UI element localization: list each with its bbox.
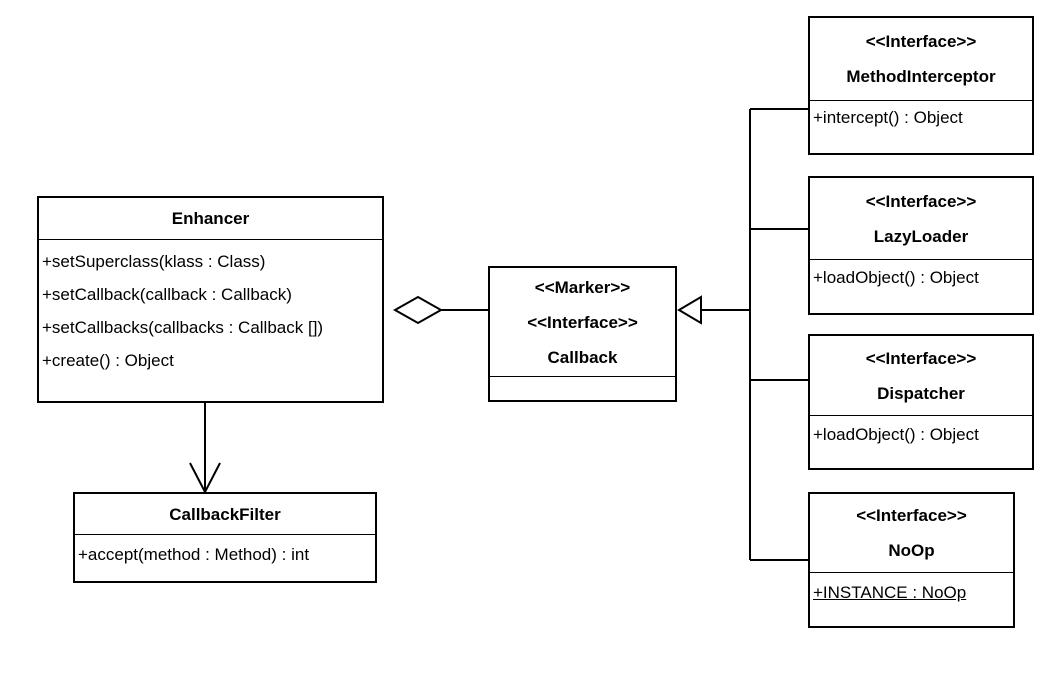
method: +setSuperclass(klass : Class) — [42, 252, 266, 271]
noop-header: <<Interface>> NoOp — [810, 494, 1013, 573]
generalization-triangle — [677, 295, 702, 325]
enhancer-header: Enhancer — [39, 198, 382, 240]
lazyloader-interface-box: <<Interface>> LazyLoader +loadObject() :… — [808, 176, 1034, 315]
method: +setCallbacks(callbacks : Callback []) — [42, 318, 324, 337]
class-name: LazyLoader — [873, 226, 969, 246]
stereotype-label: <<Marker>> — [534, 277, 631, 297]
callback-interface-box: <<Marker>> <<Interface>> Callback — [488, 266, 677, 402]
callback-header: <<Marker>> <<Interface>> Callback — [490, 268, 675, 377]
enhancer-members: +setSuperclass(klass : Class) +setCallba… — [39, 240, 382, 369]
methodinterceptor-header: <<Interface>> MethodInterceptor — [810, 18, 1032, 101]
stereotype-label: <<Interface>> — [856, 506, 967, 525]
callbackfilter-header: CallbackFilter — [75, 494, 375, 535]
class-name: Dispatcher — [877, 383, 965, 403]
aggregation-diamond — [392, 295, 444, 325]
lazyloader-members: +loadObject() : Object — [810, 260, 1032, 286]
methodinterceptor-members: +intercept() : Object — [810, 101, 1032, 126]
class-name: Enhancer — [171, 209, 250, 228]
enhancer-class-box: Enhancer +setSuperclass(klass : Class) +… — [37, 196, 384, 403]
stereotype-label: <<Interface>> — [865, 32, 977, 51]
class-name: MethodInterceptor — [846, 67, 996, 86]
class-name: Callback — [547, 347, 618, 367]
dispatcher-interface-box: <<Interface>> Dispatcher +loadObject() :… — [808, 334, 1034, 470]
method: +setCallback(callback : Callback) — [42, 285, 292, 304]
class-name: CallbackFilter — [169, 504, 281, 524]
stereotype-label: <<Interface>> — [527, 312, 638, 332]
callbackfilter-class-box: CallbackFilter +accept(method : Method) … — [73, 492, 377, 583]
dispatcher-header: <<Interface>> Dispatcher — [810, 336, 1032, 416]
static-field: +INSTANCE : NoOp — [813, 583, 967, 602]
method: +intercept() : Object — [813, 108, 963, 127]
lazyloader-header: <<Interface>> LazyLoader — [810, 178, 1032, 260]
class-name: NoOp — [888, 541, 935, 560]
methodinterceptor-interface-box: <<Interface>> MethodInterceptor +interce… — [808, 16, 1034, 155]
callbackfilter-members: +accept(method : Method) : int — [75, 535, 375, 563]
stereotype-label: <<Interface>> — [865, 191, 977, 211]
stereotype-label: <<Interface>> — [865, 348, 977, 368]
method: +loadObject() : Object — [813, 268, 979, 287]
dispatcher-members: +loadObject() : Object — [810, 416, 1032, 443]
method: +accept(method : Method) : int — [78, 545, 310, 564]
method: +create() : Object — [42, 351, 174, 370]
noop-interface-box: <<Interface>> NoOp +INSTANCE : NoOp — [808, 492, 1015, 628]
method: +loadObject() : Object — [813, 425, 979, 444]
noop-members: +INSTANCE : NoOp — [810, 573, 1013, 601]
